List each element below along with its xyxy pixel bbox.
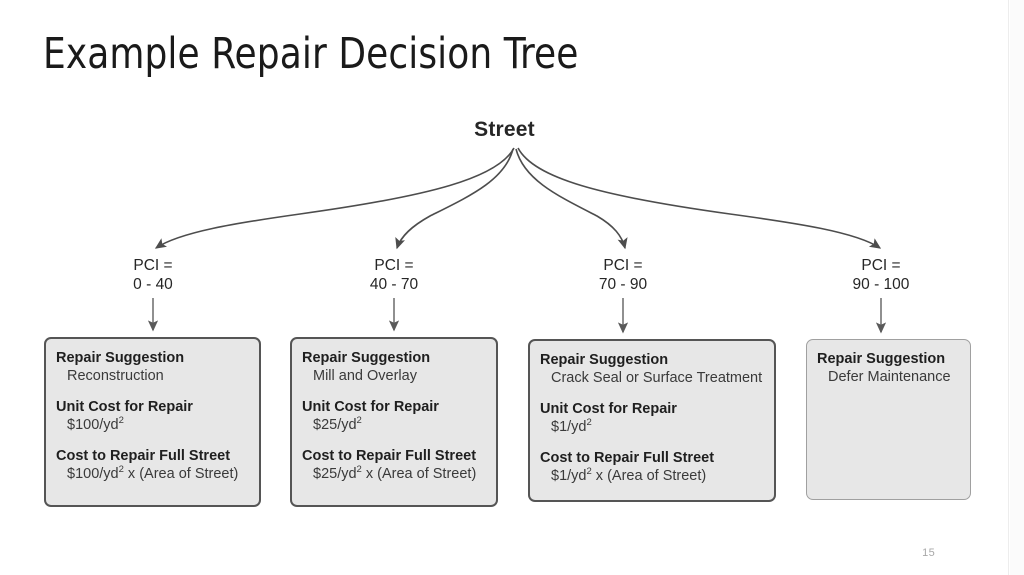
leaf-1-unit-cost-value: $100/yd2 [56,416,251,434]
leaf-3-unit-cost-prefix: $1/yd [551,419,587,435]
leaf-1-unit-cost-sup: 2 [118,415,124,427]
leaf-2-section-unit-cost: Unit Cost for Repair $25/yd2 [302,398,488,434]
leaf-2-unit-cost-prefix: $25/yd [313,417,357,433]
leaf-1-full-street-suffix: x (Area of Street) [123,466,239,482]
branch-2-condition-line1: PCI = [374,257,414,274]
leaf-1-section-unit-cost: Unit Cost for Repair $100/yd2 [56,398,251,434]
branch-label-3: PCI = 70 - 90 [563,256,683,294]
connector-branch-2 [395,148,514,250]
leaf-2-full-street-suffix: x (Area of Street) [361,466,477,482]
leaf-1-unit-cost-prefix: $100/yd [67,417,119,433]
slide-page-number: 15 [922,547,935,559]
leaf-2-full-street-sup: 2 [356,464,362,476]
branch-3-condition-line2: 70 - 90 [598,276,648,293]
leaf-1-section-full-street-cost: Cost to Repair Full Street $100/yd2 x (A… [56,447,251,483]
leaf-1-full-street-prefix: $100/yd [67,466,119,482]
leaf-4-repair-suggestion-head: Repair Suggestion [817,351,946,367]
leaf-3-full-street-head: Cost to Repair Full Street [540,450,715,466]
leaf-2-section-full-street-cost: Cost to Repair Full Street $25/yd2 x (Ar… [302,447,488,483]
branch-4-condition-line1: PCI = [861,257,901,274]
tree-root-node-street: Street [474,118,535,141]
branch-3-condition-line1: PCI = [603,257,643,274]
leaf-2-repair-suggestion-value: Mill and Overlay [313,368,417,384]
leaf-box-pci-70-90[interactable]: Repair Suggestion Crack Seal or Surface … [528,339,776,502]
page-title: Example Repair Decision Tree [43,29,579,79]
connector-branch-4 [517,147,882,249]
leaf-3-full-street-suffix: x (Area of Street) [591,468,707,484]
branch-1-condition-line2: 0 - 40 [133,276,173,293]
leaf-box-pci-40-70[interactable]: Repair Suggestion Mill and Overlay Unit … [290,337,498,507]
leaf-2-unit-cost-sup: 2 [356,415,362,427]
leaf-1-repair-suggestion-head: Repair Suggestion [56,350,185,366]
branch-label-4: PCI = 90 - 100 [821,256,941,294]
leaf-4-section-repair-suggestion: Repair Suggestion Defer Maintenance [817,350,962,386]
leaf-3-section-full-street-cost: Cost to Repair Full Street $1/yd2 x (Are… [540,449,766,485]
connector-branch-1 [154,147,515,249]
leaf-3-unit-cost-value: $1/yd2 [540,418,766,436]
leaf-3-section-repair-suggestion: Repair Suggestion Crack Seal or Surface … [540,351,766,387]
leaf-1-unit-cost-head: Unit Cost for Repair [56,399,193,415]
leaf-3-full-street-value: $1/yd2 x (Area of Street) [540,467,766,485]
leaf-1-full-street-value: $100/yd2 x (Area of Street) [56,465,251,483]
leaf-1-repair-suggestion-value: Reconstruction [67,368,164,384]
branch-label-1: PCI = 0 - 40 [93,256,213,294]
leaf-3-unit-cost-sup: 2 [586,417,592,429]
leaf-2-repair-suggestion-head: Repair Suggestion [302,350,431,366]
leaf-2-full-street-prefix: $25/yd [313,466,357,482]
branch-4-condition-line2: 90 - 100 [852,276,910,293]
leaf-1-section-repair-suggestion: Repair Suggestion Reconstruction [56,349,251,385]
leaf-2-full-street-head: Cost to Repair Full Street [302,448,477,464]
leaf-2-section-repair-suggestion: Repair Suggestion Mill and Overlay [302,349,488,385]
leaf-2-full-street-value: $25/yd2 x (Area of Street) [302,465,488,483]
slide-outer-margin [1010,0,1024,575]
branch-1-condition-line1: PCI = [133,257,173,274]
leaf-4-repair-suggestion-value: Defer Maintenance [828,369,951,385]
leaf-box-pci-90-100[interactable]: Repair Suggestion Defer Maintenance [806,339,971,500]
leaf-3-unit-cost-head: Unit Cost for Repair [540,401,677,417]
leaf-3-full-street-sup: 2 [586,466,592,478]
leaf-3-repair-suggestion-head: Repair Suggestion [540,352,669,368]
leaf-box-pci-0-40[interactable]: Repair Suggestion Reconstruction Unit Co… [44,337,261,507]
leaf-3-full-street-prefix: $1/yd [551,468,587,484]
leaf-1-full-street-sup: 2 [118,464,124,476]
branch-label-2: PCI = 40 - 70 [334,256,454,294]
leaf-2-unit-cost-head: Unit Cost for Repair [302,399,439,415]
leaf-3-section-unit-cost: Unit Cost for Repair $1/yd2 [540,400,766,436]
leaf-1-full-street-head: Cost to Repair Full Street [56,448,231,464]
branch-2-condition-line2: 40 - 70 [369,276,419,293]
connector-branch-3 [515,148,628,250]
leaf-2-unit-cost-value: $25/yd2 [302,416,488,434]
leaf-3-repair-suggestion-value: Crack Seal or Surface Treatment [551,370,763,386]
